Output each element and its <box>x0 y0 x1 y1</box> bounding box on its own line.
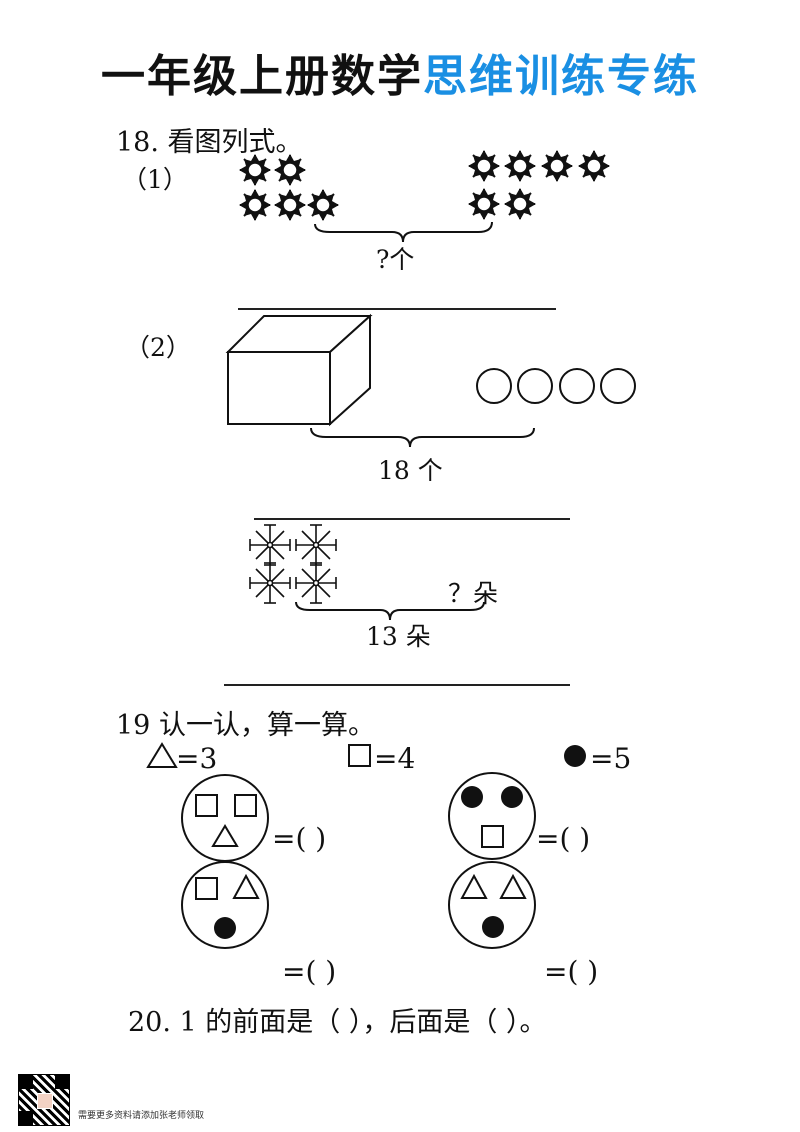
answer-line-1[interactable] <box>238 308 556 310</box>
question-20-text: 20. 1 的前面是（ ），后面是（ ）。 <box>128 1007 547 1038</box>
circles <box>476 368 636 404</box>
legend-triangle-icon <box>146 742 178 768</box>
avatar <box>37 1093 53 1109</box>
answer-line-2[interactable] <box>254 518 570 520</box>
question-19-heading: 19 认一认，算一算。 <box>116 710 375 741</box>
footer-note: 需要更多资料请添加张老师领取 <box>78 1111 205 1121</box>
legend-square-icon <box>348 744 371 767</box>
face-1 <box>181 774 269 862</box>
sun-group-right <box>467 149 611 221</box>
q18-part2-total: 18 个 <box>378 456 443 485</box>
answer-blank-4[interactable]: =( ) <box>544 955 599 988</box>
legend-triangle-value: =3 <box>176 742 218 775</box>
face-3 <box>448 772 536 860</box>
brace-3 <box>295 601 485 621</box>
brace-2 <box>310 427 535 448</box>
q18-part3-unknown: ？朵 <box>448 579 499 608</box>
sun-group-left <box>238 153 340 222</box>
q18-part1-question: ?个 <box>376 245 415 274</box>
question-18-heading: 18. 看图列式。 <box>116 127 303 158</box>
face-2 <box>181 861 269 949</box>
face-4 <box>448 861 536 949</box>
legend-square-value: =4 <box>374 742 416 775</box>
legend-dot-icon <box>564 745 586 767</box>
qr-code-icon <box>18 1074 70 1126</box>
box <box>225 313 373 427</box>
page-title: 一年级上册数学思维训练专练 <box>101 51 699 102</box>
snowflakes <box>249 524 337 604</box>
answer-line-3[interactable] <box>224 684 570 686</box>
q18-part3-total: 13 朵 <box>366 622 431 651</box>
legend-dot-value: =5 <box>590 742 632 775</box>
answer-blank-3[interactable]: =( ) <box>282 955 337 988</box>
q18-part2-label: （2） <box>125 333 191 362</box>
brace-1 <box>314 221 493 243</box>
q18-part1-label: （1） <box>122 165 188 194</box>
answer-blank-2[interactable]: =( ) <box>536 822 591 855</box>
answer-blank-1[interactable]: =( ) <box>272 822 327 855</box>
